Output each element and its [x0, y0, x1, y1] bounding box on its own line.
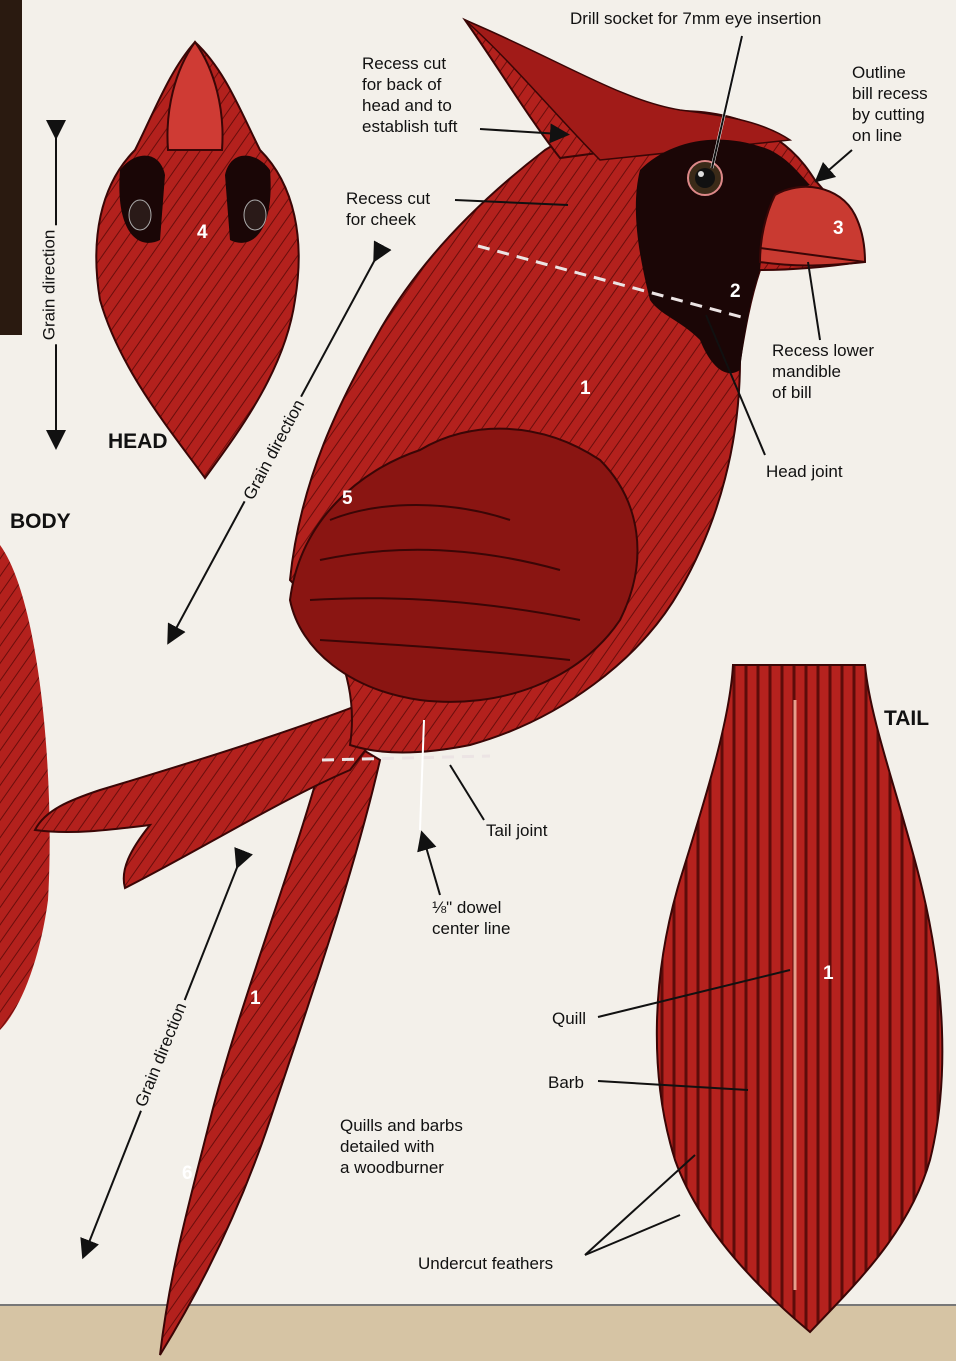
part-number-tail-tip: 6	[182, 1163, 193, 1185]
photo-edge	[0, 0, 22, 335]
part-number-tail-side: 1	[250, 988, 261, 1010]
part-number-bill: 3	[833, 218, 844, 240]
part-number-head-top: 4	[197, 222, 208, 244]
part-number-cheek: 2	[730, 281, 741, 303]
heading-head: HEAD	[108, 430, 168, 454]
head-top-view	[96, 42, 298, 478]
label-drill-socket: Drill socket for 7mm eye insertion	[570, 8, 821, 29]
label-head-joint: Head joint	[766, 461, 843, 482]
label-outline-bill: Outline bill recess by cutting on line	[852, 62, 928, 146]
label-recess-mandible: Recess lower mandible of bill	[772, 340, 874, 403]
heading-tail: TAIL	[884, 707, 929, 731]
tail-piece	[657, 665, 943, 1332]
heading-body: BODY	[10, 510, 71, 534]
label-quills-barbs: Quills and barbs detailed with a woodbur…	[340, 1115, 463, 1178]
partial-body-left	[0, 545, 50, 1030]
label-barb: Barb	[548, 1072, 584, 1093]
part-number-tail-piece: 1	[823, 963, 834, 985]
part-number-body: 1	[580, 378, 591, 400]
label-dowel: ⅛" dowel center line	[432, 897, 510, 939]
label-undercut: Undercut feathers	[418, 1253, 553, 1274]
grain-label-head: Grain direction	[39, 226, 59, 345]
label-quill: Quill	[552, 1008, 586, 1029]
label-recess-cheek: Recess cut for cheek	[346, 188, 430, 230]
part-number-wing: 5	[342, 488, 353, 510]
label-tail-joint: Tail joint	[486, 820, 547, 841]
label-recess-tuft: Recess cut for back of head and to estab…	[362, 53, 457, 137]
